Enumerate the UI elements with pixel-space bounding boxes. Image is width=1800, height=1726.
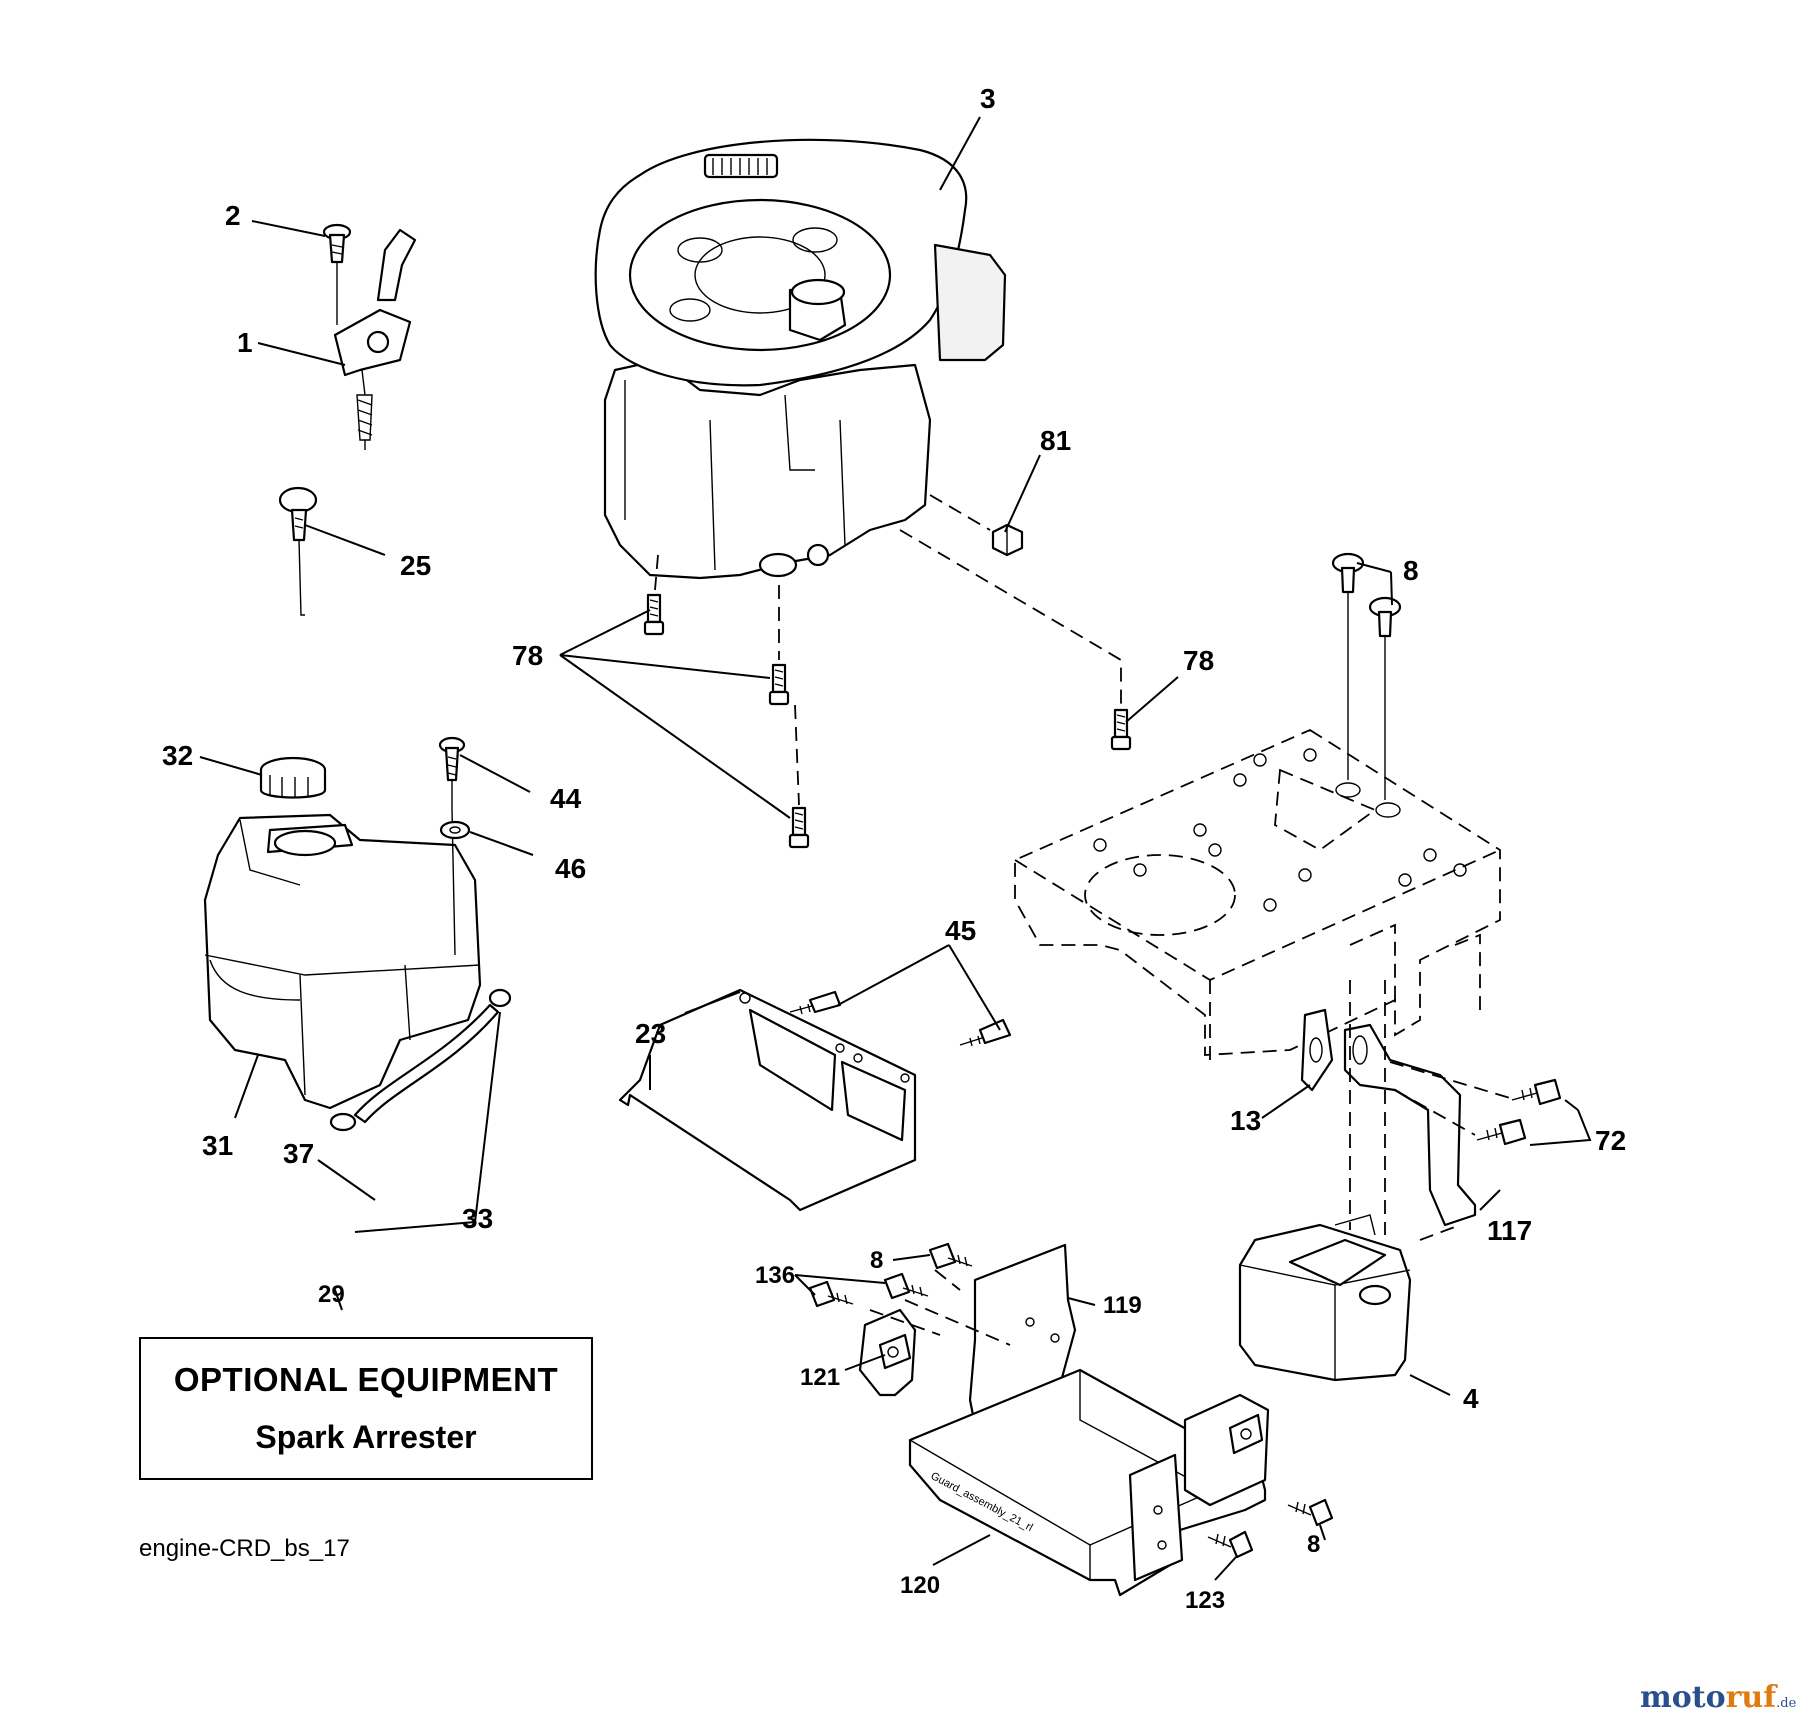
hose-clamp-part-33 — [329, 988, 512, 1132]
dashed-alignment-3 — [794, 704, 800, 806]
bolt-part-136-a — [883, 1272, 929, 1300]
callout-78-left: 78 — [512, 640, 543, 671]
bolt-part-72-lower — [1476, 1118, 1527, 1146]
callout-3: 3 — [980, 83, 996, 114]
callout-25: 25 — [400, 550, 431, 581]
dashed-muffler-3 — [1419, 1224, 1461, 1241]
dashed-alignment-5 — [899, 529, 1122, 705]
dashed-alignment-1 — [654, 554, 659, 591]
watermark-brand-accent: ruf — [1725, 1680, 1777, 1715]
bolt-part-78-a — [643, 593, 665, 636]
bracket-part-121 — [858, 1308, 917, 1397]
callout-1: 1 — [237, 327, 253, 358]
watermark-brand-main: moto — [1640, 1680, 1726, 1715]
callout-13: 13 — [1230, 1105, 1261, 1136]
fuel-cap-part-32 — [259, 756, 327, 799]
callout-45: 45 — [945, 915, 976, 946]
fuel-line-part-37 — [353, 1003, 500, 1124]
callout-37: 37 — [283, 1138, 314, 1169]
bolt-part-136-b — [808, 1280, 854, 1308]
callout-2: 2 — [225, 200, 241, 231]
callout-23: 23 — [635, 1018, 666, 1049]
muffler-part-4 — [1238, 1214, 1412, 1382]
bolt-part-123 — [1207, 1530, 1254, 1559]
callout-46: 46 — [555, 853, 586, 884]
callout-136: 136 — [755, 1262, 795, 1289]
dashed-alignment-4 — [929, 494, 991, 531]
callout-121: 121 — [800, 1364, 840, 1391]
callout-120: 120 — [900, 1572, 940, 1599]
optional-equipment-title: OPTIONAL EQUIPMENT — [173, 1361, 559, 1398]
heat-shield-part-23 — [618, 988, 917, 1212]
bolt-part-8-guard-top — [928, 1242, 973, 1270]
leader-lines — [199, 116, 1592, 1581]
callout-4: 4 — [1463, 1383, 1479, 1414]
screw-part-44 — [438, 736, 466, 956]
nut-part-81 — [991, 523, 1024, 557]
washer-part-46 — [439, 820, 471, 840]
optional-equipment-subtitle: Spark Arrester — [255, 1419, 477, 1455]
callout-81: 81 — [1040, 425, 1071, 456]
dashed-guard-1 — [934, 1269, 961, 1291]
dashed-bolt-72-lower — [1394, 1089, 1476, 1136]
callout-44: 44 — [550, 783, 582, 814]
bolt-part-78-d — [1110, 708, 1132, 751]
watermark-logo: motoruf.de — [1640, 1680, 1796, 1715]
callout-8-guard-side: 8 — [1307, 1531, 1320, 1558]
callout-123: 123 — [1185, 1587, 1225, 1614]
callout-72: 72 — [1595, 1125, 1626, 1156]
callout-117: 117 — [1487, 1215, 1532, 1246]
bolt-part-8-guard-side — [1287, 1498, 1334, 1527]
bolt-part-78-b — [768, 663, 790, 706]
callout-29: 29 — [318, 1281, 345, 1308]
dashed-guard-2 — [869, 1309, 941, 1336]
gasket-part-13 — [1300, 1008, 1334, 1092]
callout-33: 33 — [462, 1203, 493, 1234]
optional-equipment-box: OPTIONAL EQUIPMENT Spark Arrester — [139, 1337, 593, 1480]
screw-part-45-lower — [959, 1018, 1012, 1047]
callout-labels: 3 2 1 25 81 8 78 78 32 44 46 31 37 33 29… — [162, 83, 1626, 1614]
dashed-guard-3 — [904, 1299, 1011, 1346]
callout-8-frame: 8 — [1403, 555, 1419, 586]
choke-knob-part-25 — [278, 486, 318, 616]
watermark-tld: .de — [1776, 1696, 1797, 1711]
callout-32: 32 — [162, 740, 193, 771]
bolt-part-8-frame — [1331, 552, 1402, 800]
diagram-id-label: engine-CRD_bs_17 — [139, 1535, 350, 1562]
callout-8-guard-top: 8 — [870, 1247, 883, 1274]
frame-plate-dashed — [1014, 728, 1501, 1060]
exhaust-pipe-part-117 — [1343, 1023, 1477, 1227]
screw-part-45-upper — [789, 990, 842, 1015]
fuel-tank-part-31 — [203, 813, 482, 1110]
bolt-part-72-upper — [1511, 1078, 1562, 1106]
callout-119: 119 — [1103, 1292, 1142, 1319]
callout-78-right: 78 — [1183, 645, 1214, 676]
callout-31: 31 — [202, 1130, 233, 1161]
engine-part-3 — [594, 138, 1007, 580]
throttle-control-part-1 — [333, 228, 417, 450]
guard-part-120: Guard_assembly_21_rl — [908, 1368, 1270, 1597]
bolt-part-78-c — [788, 806, 810, 849]
screw-part-2 — [322, 223, 352, 325]
